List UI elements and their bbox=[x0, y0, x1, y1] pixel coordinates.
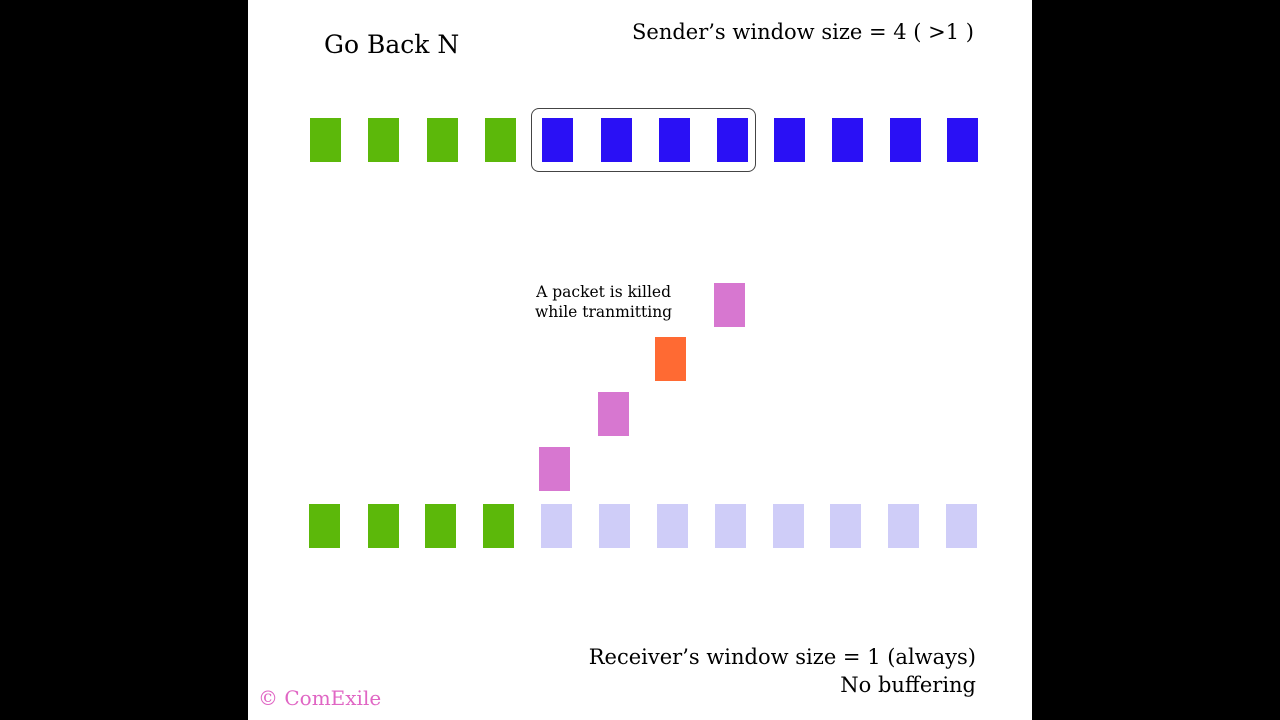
receiver-packet bbox=[946, 504, 977, 548]
sender-window-label: Sender’s window size = 4 ( >1 ) bbox=[632, 20, 974, 44]
receiver-packet bbox=[599, 504, 630, 548]
receiver-packet bbox=[715, 504, 746, 548]
receiver-packet bbox=[830, 504, 861, 548]
annotation-line-1: A packet is killed bbox=[536, 283, 671, 301]
sender-packet bbox=[542, 118, 573, 162]
sender-packet bbox=[890, 118, 921, 162]
in-flight-packet bbox=[598, 392, 629, 436]
sender-packet bbox=[832, 118, 863, 162]
receiver-packet bbox=[309, 504, 340, 548]
slide: Go Back N Sender’s window size = 4 ( >1 … bbox=[248, 0, 1032, 720]
in-flight-packet bbox=[539, 447, 570, 491]
lost-packet bbox=[655, 337, 686, 381]
sender-packet bbox=[659, 118, 690, 162]
receiver-packet bbox=[657, 504, 688, 548]
copyright-text: © ComExile bbox=[258, 686, 382, 710]
receiver-info: Receiver’s window size = 1 (always) No b… bbox=[589, 643, 976, 699]
sender-packet bbox=[947, 118, 978, 162]
lost-packet-annotation: A packet is killed while tranmitting bbox=[535, 282, 672, 322]
receiver-buffering-label: No buffering bbox=[840, 673, 976, 697]
receiver-packet bbox=[541, 504, 572, 548]
receiver-packet bbox=[368, 504, 399, 548]
receiver-packet bbox=[483, 504, 514, 548]
sender-packet bbox=[717, 118, 748, 162]
in-flight-packet bbox=[714, 283, 745, 327]
sender-window-frame bbox=[531, 108, 756, 172]
sender-packet bbox=[368, 118, 399, 162]
annotation-line-2: while tranmitting bbox=[535, 303, 673, 321]
page-title: Go Back N bbox=[324, 30, 460, 59]
sender-packet bbox=[774, 118, 805, 162]
sender-packet bbox=[427, 118, 458, 162]
sender-packet bbox=[485, 118, 516, 162]
receiver-window-label: Receiver’s window size = 1 (always) bbox=[588, 645, 976, 669]
receiver-packet bbox=[773, 504, 804, 548]
sender-packet bbox=[310, 118, 341, 162]
receiver-packet bbox=[425, 504, 456, 548]
sender-packet bbox=[601, 118, 632, 162]
receiver-packet bbox=[888, 504, 919, 548]
